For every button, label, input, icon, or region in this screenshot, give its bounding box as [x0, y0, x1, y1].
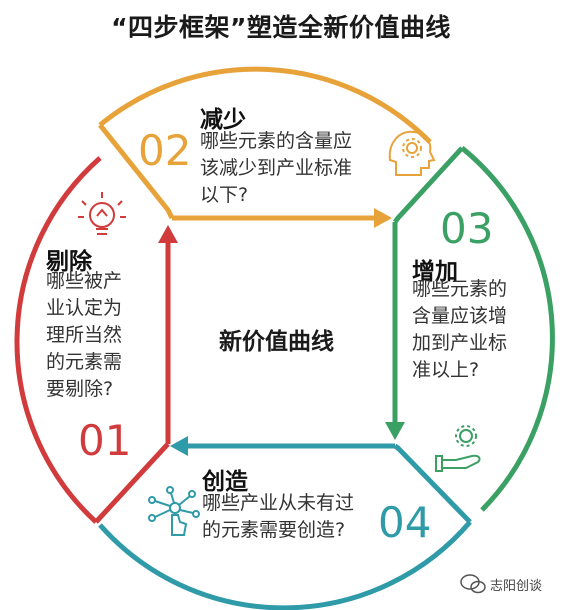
eliminate-line-3: 理所当然	[46, 324, 123, 346]
create-description: 哪些产业从未有过 的元素需要创造?	[202, 490, 354, 544]
reduce-arrow-head	[374, 208, 392, 228]
center-label: 新价值曲线	[219, 329, 334, 355]
reduce-heading: 减少	[200, 107, 246, 133]
head-gear-icon	[388, 130, 436, 176]
increase-line-4: 准以上?	[412, 359, 480, 381]
diagram-title: “四步框架”塑造全新价值曲线	[111, 13, 451, 42]
eliminate-line-4: 的元素需	[46, 351, 123, 373]
reduce-line-3: 以下?	[200, 184, 249, 206]
create-arrow-head	[170, 436, 188, 456]
increase-number: 03	[440, 204, 494, 253]
increase-heading: 增加	[412, 259, 458, 285]
eliminate-number: 01	[78, 416, 132, 465]
eliminate-arrow-head	[158, 225, 178, 243]
reduce-line-2: 该减少到产业标准	[200, 157, 353, 179]
create-line-2: 的元素需要创造?	[202, 519, 346, 541]
eliminate-description: 哪些被产 业认定为 理所当然 的元素需 要剔除?	[46, 268, 122, 403]
increase-description: 哪些元素的 含量应该增 加到产业标 准以上?	[412, 276, 507, 384]
eliminate-line-1: 哪些被产	[46, 270, 123, 292]
create-arc	[98, 520, 472, 610]
eliminate-arc	[14, 156, 102, 524]
create-number: 04	[378, 498, 432, 547]
reduce-bracket	[98, 123, 175, 220]
reduce-line-1: 哪些元素的含量应	[200, 130, 353, 152]
increase-arc	[460, 146, 555, 512]
touch-network-icon	[148, 486, 200, 536]
create-line-1: 哪些产业从未有过	[202, 492, 355, 514]
increase-bracket	[393, 146, 464, 224]
create-bracket	[393, 443, 472, 524]
increase-arrow-head	[385, 422, 405, 440]
reduce-description: 哪些元素的含量应 该减少到产业标准 以下?	[200, 128, 352, 209]
increase-line-3: 加到产业标	[412, 332, 508, 354]
create-heading: 创造	[202, 469, 248, 495]
eliminate-line-5: 要剔除?	[46, 378, 114, 400]
increase-line-1: 哪些元素的	[412, 278, 508, 300]
watermark: 志阳创谈	[490, 579, 543, 594]
increase-line-2: 含量应该增	[412, 305, 508, 327]
reduce-arc	[98, 66, 432, 144]
eliminate-bracket	[94, 442, 170, 524]
eliminate-heading: 剔除	[46, 249, 92, 275]
hand-gear-icon	[435, 425, 481, 472]
wechat-icon	[460, 574, 486, 594]
reduce-number: 02	[138, 126, 192, 175]
lightbulb-icon	[78, 192, 126, 235]
eliminate-line-2: 业认定为	[46, 297, 123, 319]
